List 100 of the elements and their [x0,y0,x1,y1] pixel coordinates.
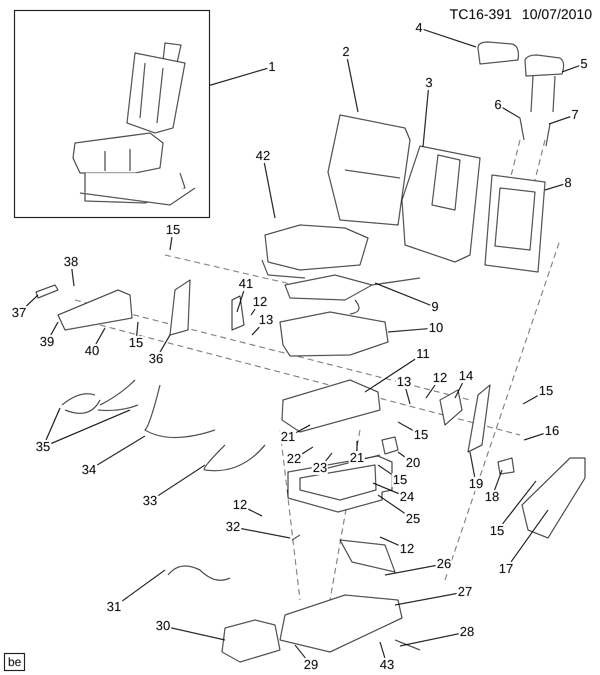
leader-line [236,290,244,312]
leader-line [158,464,206,496]
callout-number: 11 [415,347,431,361]
leader-line [398,422,414,431]
callout-number: 15 [488,524,506,538]
callout-number: 38 [62,255,80,269]
leader-line [400,633,460,646]
leader-line [398,452,406,458]
callout-number: 15 [164,223,182,237]
leader-line [294,644,306,658]
callout-number: 14 [458,369,474,383]
leader-line [50,322,58,336]
leader-line [346,58,358,112]
callout-number: 2 [341,45,351,59]
callout-number: 33 [142,494,158,508]
leader-line [210,68,268,86]
leader-line [562,65,580,72]
leader-line [252,326,260,336]
leader-line [50,410,130,444]
leader-line [380,642,386,658]
leader-line [71,268,74,286]
leader-line [170,236,172,250]
callout-number: 4 [414,21,424,35]
inset-frame [14,10,210,218]
leader-line [502,480,536,524]
callout-number: 41 [238,277,254,291]
callout-number: 12 [252,295,268,309]
callout-number: 10 [428,321,444,335]
callout-number: 22 [286,452,302,466]
leader-line [522,395,538,404]
leader-line [250,308,256,316]
callout-number: 40 [84,344,100,358]
leader-line [296,424,310,433]
leader-line [26,294,38,306]
leader-line [325,452,332,462]
leader-line [372,482,400,494]
leader-line [524,433,544,440]
callout-number: 26 [436,557,452,571]
callout-number: 15 [392,473,408,487]
leader-line [264,162,276,218]
callout-number: 27 [456,585,474,599]
callout-number: 12 [232,498,248,512]
leader-line [356,440,358,452]
callout-number: 13 [258,313,274,327]
callout-number: 13 [396,375,412,389]
callout-number: 42 [254,149,272,163]
callout-number: 30 [154,619,172,633]
leader-line [374,282,431,306]
callout-number: 21 [280,430,296,444]
callout-number: 1 [267,60,277,74]
leader-line [46,408,60,440]
leader-line [122,570,166,602]
callout-number: 25 [404,512,422,526]
leader-line [302,446,314,454]
leader-line [240,528,290,538]
callout-number: 12 [432,371,448,385]
drawing-reference: 10/07/2010 [522,5,592,24]
leader-line [544,184,564,190]
leader-line [380,536,400,546]
leader-line [160,334,170,352]
callout-number: 28 [458,625,476,639]
leader-line [95,328,106,344]
callout-number: 43 [378,658,396,672]
callout-number: 24 [398,490,416,504]
drawing-reference: TC16-391 [450,5,512,24]
leader-line [136,322,138,336]
callout-number: 37 [10,306,28,320]
callout-number: 32 [224,520,242,534]
leader-line [248,508,262,516]
callout-number: 39 [38,335,56,349]
leader-line [548,116,571,124]
callout-number: 6 [493,98,503,112]
callout-number: 36 [148,352,164,366]
leader-line [422,90,429,148]
callout-number: 15 [538,384,554,398]
callout-number: 21 [348,451,366,465]
view-code-badge: be [4,653,26,671]
leader-line [170,627,226,640]
callout-number: 31 [106,600,122,614]
callout-number: 8 [563,176,573,190]
callout-number: 7 [570,108,580,122]
leader-line [384,565,436,576]
callout-number: 29 [302,658,320,672]
leader-line [470,452,476,478]
leader-line [378,464,392,475]
callout-number: 17 [498,562,514,576]
leader-line [510,510,548,562]
callout-number: 34 [80,463,98,477]
callout-number: 5 [579,57,589,71]
leader-line [502,107,520,118]
leader-line [96,436,146,466]
callout-number: 20 [404,456,422,470]
callout-number: 3 [424,76,434,90]
callout-number: 16 [544,424,560,438]
leader-line [378,494,406,514]
leader-line [494,470,502,490]
callout-number: 15 [412,428,430,442]
callout-number: 19 [468,477,484,491]
leader-line [405,388,410,404]
callout-number: 9 [430,300,440,314]
